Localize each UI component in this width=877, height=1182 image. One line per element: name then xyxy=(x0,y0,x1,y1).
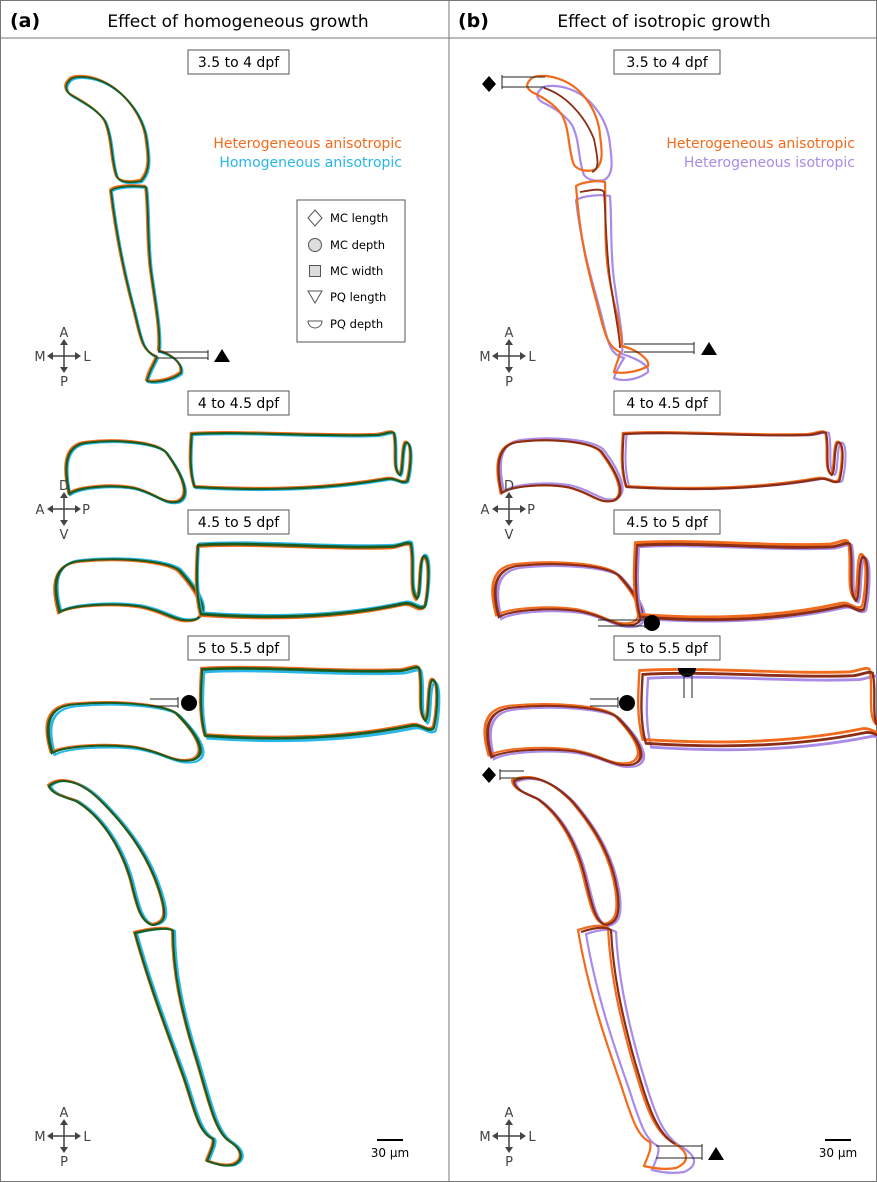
svg-text:V: V xyxy=(505,528,514,543)
scale-bar-a: 30 μm xyxy=(371,1140,409,1160)
svg-text:A: A xyxy=(481,503,490,518)
triangle-icon xyxy=(214,349,230,362)
panel-a-stage1-outlines xyxy=(65,76,182,383)
svg-text:L: L xyxy=(83,350,91,365)
compass-a-bottom: A P M L xyxy=(34,1106,91,1170)
circle-icon xyxy=(309,239,322,252)
svg-text:3.5 to 4 dpf: 3.5 to 4 dpf xyxy=(626,55,708,71)
panel-a-stage2-outlines xyxy=(65,431,411,503)
svg-text:A: A xyxy=(505,326,514,341)
panel-a-stage4-outlines xyxy=(47,666,439,1165)
svg-text:4 to 4.5 dpf: 4 to 4.5 dpf xyxy=(626,396,708,412)
legend-b-hetero-aniso: Heterogeneous anisotropic xyxy=(666,136,855,152)
svg-text:D: D xyxy=(504,479,514,494)
circle-icon xyxy=(619,695,635,711)
svg-text:3.5 to 4 dpf: 3.5 to 4 dpf xyxy=(198,55,280,71)
svg-text:5 to 5.5 dpf: 5 to 5.5 dpf xyxy=(626,641,708,657)
stage-label-b-3: 4.5 to 5 dpf xyxy=(614,510,720,534)
circle-icon xyxy=(644,615,660,631)
compass-b-bottom: A P M L xyxy=(479,1106,536,1170)
svg-text:M: M xyxy=(479,1130,490,1145)
stage-label-a-2: 4 to 4.5 dpf xyxy=(188,391,289,415)
panel-a-title: Effect of homogeneous growth xyxy=(107,12,368,32)
panel-a-stage3-outlines xyxy=(55,542,430,622)
stage-label-b-1: 3.5 to 4 dpf xyxy=(614,50,720,74)
svg-text:MC width: MC width xyxy=(330,264,383,278)
svg-text:P: P xyxy=(60,1155,68,1170)
svg-text:P: P xyxy=(527,503,535,518)
triangle-icon xyxy=(708,1147,724,1160)
svg-text:A: A xyxy=(36,503,45,518)
stage-label-a-1: 3.5 to 4 dpf xyxy=(188,50,289,74)
stage-label-a-3: 4.5 to 5 dpf xyxy=(188,510,289,534)
legend-a-homo-aniso: Homogeneous anisotropic xyxy=(219,155,402,171)
svg-text:4 to 4.5 dpf: 4 to 4.5 dpf xyxy=(198,396,280,412)
svg-text:M: M xyxy=(34,1130,45,1145)
compass-b-mid: D V A P xyxy=(481,479,536,543)
circle-icon xyxy=(181,695,197,711)
svg-text:MC depth: MC depth xyxy=(330,238,385,252)
stage-label-a-4: 5 to 5.5 dpf xyxy=(188,636,289,660)
marker-legend: MC length MC depth MC width PQ length PQ… xyxy=(297,200,405,342)
panel-b-stage2-outlines xyxy=(497,431,845,501)
svg-text:P: P xyxy=(505,375,513,390)
panel-b-stage3-outlines xyxy=(493,540,870,627)
svg-text:P: P xyxy=(82,503,90,518)
scale-bar-b: 30 μm xyxy=(819,1140,857,1160)
half-circle-icon xyxy=(678,668,696,677)
legend-a-hetero-aniso: Heterogeneous anisotropic xyxy=(213,136,402,152)
svg-text:L: L xyxy=(83,1130,91,1145)
pq-depth-marker-b-4 xyxy=(678,668,696,698)
diamond-icon xyxy=(482,76,496,92)
stage-label-b-4: 5 to 5.5 dpf xyxy=(614,636,720,660)
svg-text:MC length: MC length xyxy=(330,211,388,225)
svg-text:V: V xyxy=(60,528,69,543)
triangle-icon xyxy=(701,342,717,355)
compass-b-top: A P M L xyxy=(479,326,536,390)
stage-label-b-2: 4 to 4.5 dpf xyxy=(614,391,720,415)
legend-b-hetero-iso: Heterogeneous isotropic xyxy=(684,155,855,171)
svg-text:M: M xyxy=(479,350,490,365)
panel-b-stage4-outlines xyxy=(485,668,877,1173)
panel-a-letter: (a) xyxy=(10,10,40,32)
svg-text:P: P xyxy=(505,1155,513,1170)
compass-a-top: A P M L xyxy=(34,326,91,390)
svg-text:PQ length: PQ length xyxy=(330,290,386,304)
svg-text:A: A xyxy=(60,1106,69,1121)
svg-text:A: A xyxy=(505,1106,514,1121)
svg-text:A: A xyxy=(60,326,69,341)
svg-text:4.5 to 5 dpf: 4.5 to 5 dpf xyxy=(198,515,280,531)
svg-text:L: L xyxy=(528,1130,536,1145)
svg-text:P: P xyxy=(60,375,68,390)
svg-text:PQ depth: PQ depth xyxy=(330,317,383,331)
svg-text:D: D xyxy=(59,479,69,494)
svg-text:30 μm: 30 μm xyxy=(819,1146,857,1160)
svg-text:30 μm: 30 μm xyxy=(371,1146,409,1160)
diamond-icon xyxy=(482,767,496,783)
panel-b-title: Effect of isotropic growth xyxy=(557,12,770,32)
svg-text:L: L xyxy=(528,350,536,365)
svg-text:4.5 to 5 dpf: 4.5 to 5 dpf xyxy=(626,515,708,531)
panel-b-letter: (b) xyxy=(458,10,489,32)
square-icon xyxy=(310,266,321,277)
svg-text:5 to 5.5 dpf: 5 to 5.5 dpf xyxy=(198,641,280,657)
panel-b-stage1-outlines xyxy=(527,76,648,380)
svg-text:M: M xyxy=(34,350,45,365)
